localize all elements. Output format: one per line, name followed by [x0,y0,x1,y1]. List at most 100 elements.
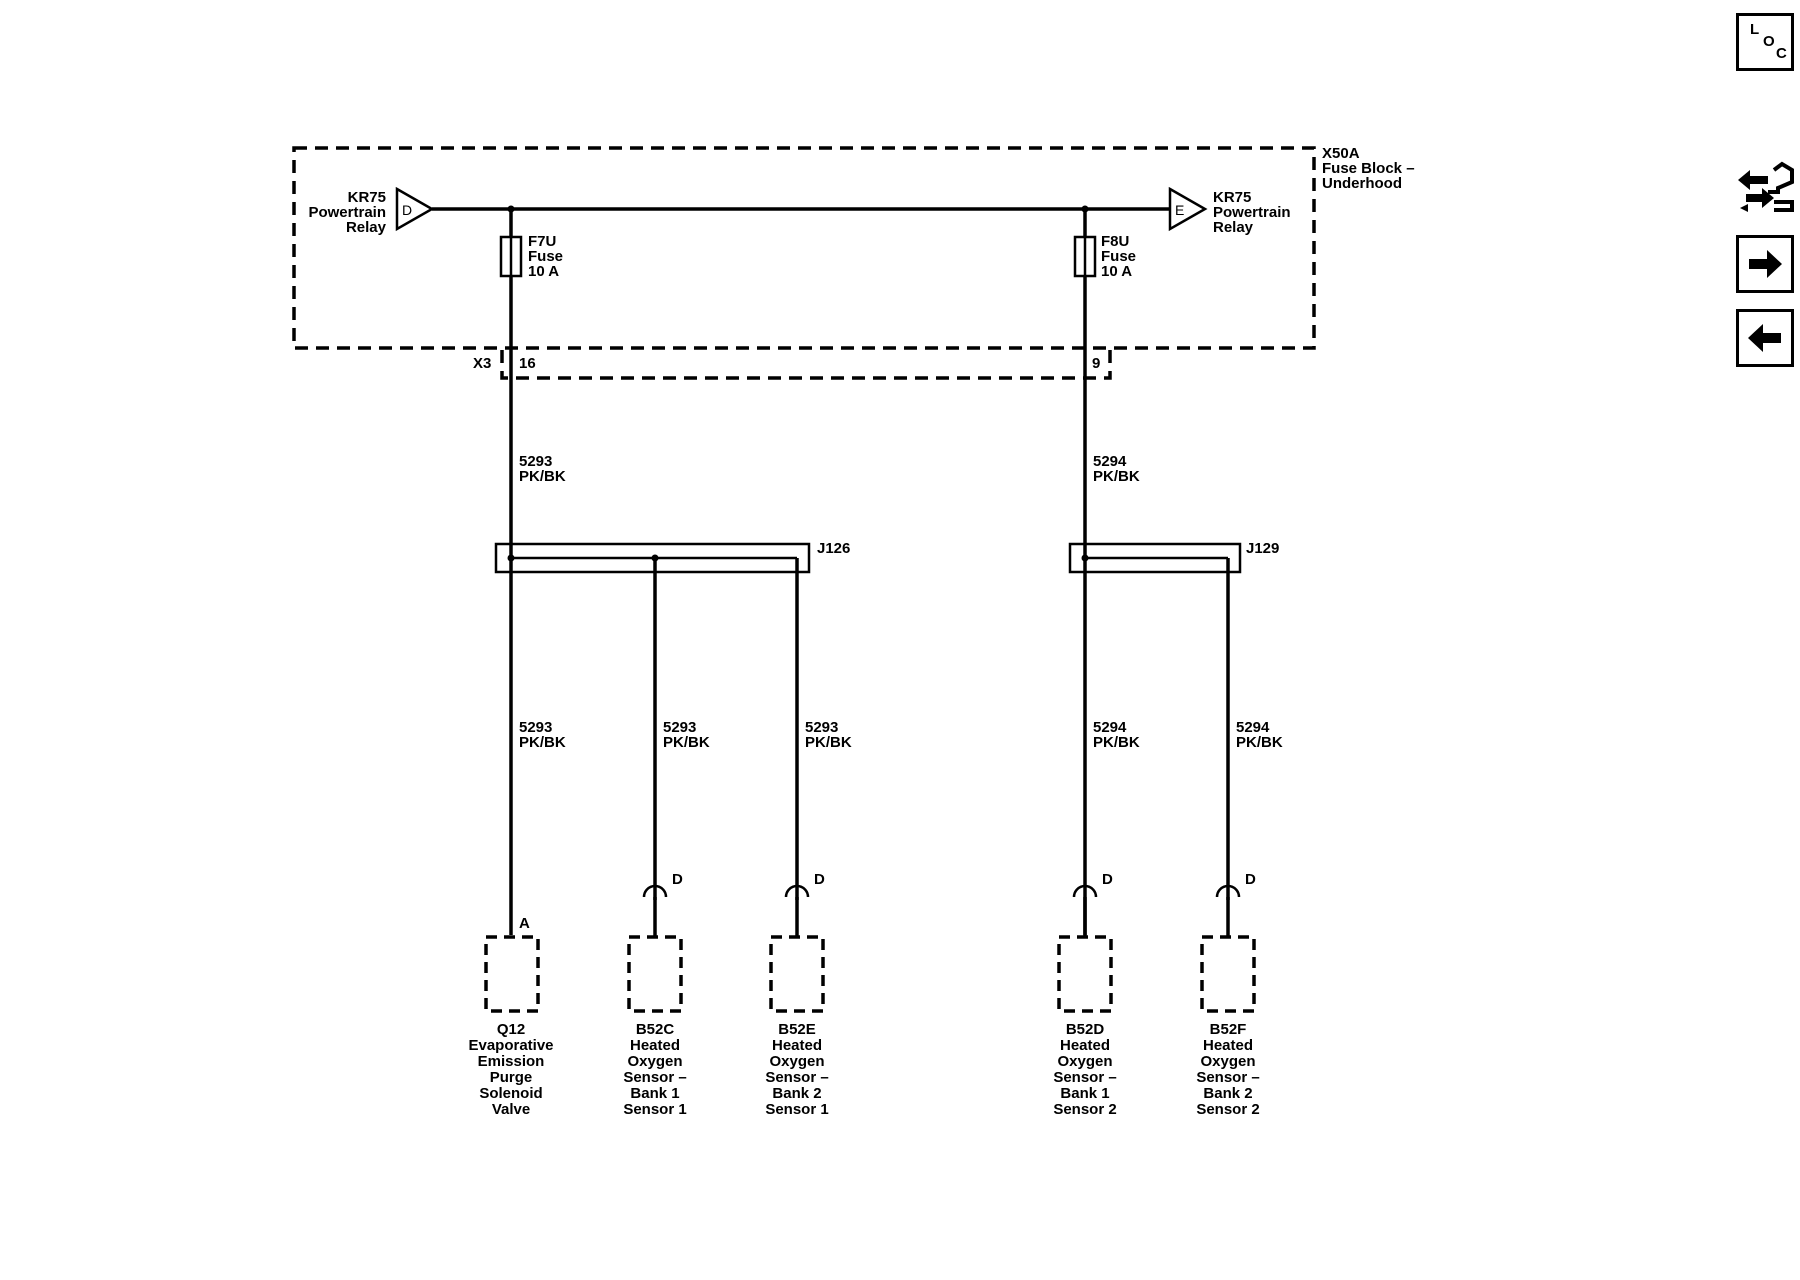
component-desc: Sensor – [623,1069,686,1086]
component-desc: Evaporative [468,1037,553,1054]
component-desc: Sensor – [1196,1069,1259,1086]
connector-x3-pin-right: 9 [1092,355,1100,372]
fuse-f7u-id-label: F7U [528,233,556,250]
component-desc: Sensor 2 [1196,1101,1259,1118]
component-label-q12: Q12 Evaporative Emission Purge Solenoid … [468,1021,553,1118]
splice-j126-id: J126 [817,540,850,557]
wire-label-circuit: 5294 [1093,719,1127,736]
relay-out-pin: E [1175,202,1184,218]
loc-letter-c: C [1776,45,1787,62]
connector-x3-outline [500,350,1112,380]
fuse-f7u-rating: 10 A [528,263,559,280]
component-id: B52E [778,1021,816,1038]
component-desc: Bank 2 [1203,1085,1252,1102]
component-desc: Heated [1060,1037,1110,1054]
relay-in-line1: KR75 [348,189,386,206]
connector-x3-pin-left: 16 [519,355,536,372]
relay-in-line2: Powertrain [308,204,386,221]
component-desc: Heated [630,1037,680,1054]
wire-label-color: PK/BK [1236,734,1283,751]
component-desc: Oxygen [1057,1053,1112,1070]
component-b52d-outline [1057,935,1113,1013]
relay-in-arrow [395,186,435,232]
component-pin: D [672,871,683,888]
component-b52f-outline [1200,935,1256,1013]
component-pin: D [814,871,825,888]
wire-label-circuit: 5293 [519,453,552,470]
wire-label-color: PK/BK [1093,468,1140,485]
fuse-block-name-1: Fuse Block – [1322,160,1415,177]
loc-letter-l: L [1750,21,1760,38]
connector-symbol [1072,884,1098,898]
component-b52c-outline [627,935,683,1013]
wire-label-circuit: 5294 [1093,453,1127,470]
component-pin: A [519,915,530,932]
fuse-block-id: X50A [1322,145,1360,162]
component-desc: Sensor 1 [623,1101,686,1118]
wire-label-color: PK/BK [519,734,566,751]
component-b52e-outline [769,935,825,1013]
relay-out-line2: Powertrain [1213,204,1291,221]
component-desc: Bank 2 [772,1085,821,1102]
fuse-f7u-type: Fuse [528,248,563,265]
relay-out-line1: KR75 [1213,189,1251,206]
component-id: Q12 [497,1021,525,1038]
component-desc: Heated [1203,1037,1253,1054]
component-desc: Oxygen [769,1053,824,1070]
splice-j129-dot [1081,554,1089,562]
component-desc: Sensor 1 [765,1101,828,1118]
connector-end-view-icon[interactable] [1734,158,1796,220]
loc-button[interactable]: L O C [1736,13,1794,71]
splice-j129 [1068,542,1242,574]
loc-letter-o: O [1763,33,1775,50]
relay-in-line3: Relay [346,219,387,236]
fuse-f8u-id: F8U [1101,233,1129,250]
connector-symbol [784,884,810,898]
connector-end-view-icon-graphic [1738,161,1794,212]
fuse-f8u-type: Fuse [1101,248,1136,265]
relay-out-arrow [1168,186,1208,232]
component-desc: Sensor – [765,1069,828,1086]
connector-symbol [1215,884,1241,898]
connector-symbol [642,884,668,898]
relay-out-line3: Relay [1213,219,1254,236]
wire-label-circuit: 5293 [663,719,696,736]
arrow-right-icon [1749,250,1782,278]
component-pin: D [1102,871,1113,888]
wire-label-color: PK/BK [1093,734,1140,751]
component-id: B52F [1210,1021,1247,1038]
fuse-f8u-rating: 10 A [1101,263,1132,280]
next-page-button[interactable] [1736,235,1794,293]
component-desc: Bank 1 [630,1085,679,1102]
component-desc: Bank 1 [1060,1085,1109,1102]
component-desc: Oxygen [1200,1053,1255,1070]
fuse-block-boundary [292,146,1316,350]
arrow-left-icon [1748,324,1781,352]
splice-j129-id: J129 [1246,540,1279,557]
component-id: B52D [1066,1021,1105,1038]
wire-label-circuit: 5294 [1236,719,1270,736]
wire-label-color: PK/BK [663,734,710,751]
component-label-b52d: B52D Heated Oxygen Sensor – Bank 1 Senso… [1053,1021,1116,1118]
wire-label-circuit: 5293 [805,719,838,736]
component-label-b52e: B52E Heated Oxygen Sensor – Bank 2 Senso… [765,1021,828,1118]
wire-label-color: PK/BK [519,468,566,485]
wire-label-color: PK/BK [805,734,852,751]
component-desc: Emission [478,1053,545,1070]
component-desc: Oxygen [627,1053,682,1070]
component-desc: Heated [772,1037,822,1054]
relay-in-pin: D [402,202,412,218]
previous-page-button[interactable] [1736,309,1794,367]
wire-label-circuit: 5293 [519,719,552,736]
component-q12-outline [484,935,540,1013]
splice-j126-dot [507,554,515,562]
component-id: B52C [636,1021,675,1038]
component-desc: Sensor 2 [1053,1101,1116,1118]
splice-j126 [494,542,811,574]
fuse-block-name-2: Underhood [1322,175,1402,192]
component-desc: Sensor – [1053,1069,1116,1086]
component-desc: Purge [490,1069,533,1086]
component-desc: Valve [492,1101,530,1118]
component-label-b52f: B52F Heated Oxygen Sensor – Bank 2 Senso… [1196,1021,1259,1118]
